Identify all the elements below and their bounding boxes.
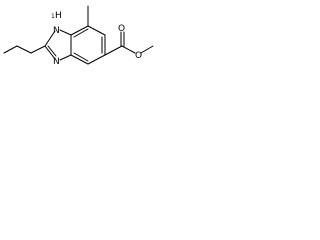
carbonyl-o-label: O xyxy=(118,24,125,34)
nh-h-label: H xyxy=(55,11,62,21)
bond-c4-c3a xyxy=(70,54,89,65)
bond-c5-c4 xyxy=(87,54,106,65)
bond-c2-n1 xyxy=(44,30,56,47)
ring-n-label: N xyxy=(53,57,60,67)
bond-c7-c6 xyxy=(87,25,106,36)
bond-propyl-1 xyxy=(3,45,18,54)
bond-c2-n3 xyxy=(44,45,56,60)
bond-c7a-c7-double xyxy=(73,28,89,38)
bond-propyl-2 xyxy=(16,45,32,54)
bond-o-ester-methyl xyxy=(140,45,154,54)
bond-c4-c3a-double xyxy=(73,52,89,62)
bond-c2-n3-double xyxy=(47,45,57,57)
bond-c7a-c7 xyxy=(70,25,89,36)
ester-o-label: O xyxy=(135,51,142,61)
bond-c5-carbonyl-c xyxy=(104,45,123,56)
bond-n1-c7a xyxy=(59,29,72,36)
bond-carbonyl-c-o-ester xyxy=(121,45,136,54)
bonds xyxy=(3,5,154,65)
bond-propyl-3 xyxy=(30,45,46,54)
nh-n-label: N xyxy=(53,26,60,36)
atom-labels: 1 H N N O O xyxy=(51,11,142,67)
bond-n3-c3a xyxy=(59,54,72,61)
benzimidazole-structure-diagram: 1 H N N O O xyxy=(3,5,154,67)
nh-number-label: 1 xyxy=(51,13,55,20)
structure-canvas: 1 H N N O O xyxy=(0,0,155,88)
